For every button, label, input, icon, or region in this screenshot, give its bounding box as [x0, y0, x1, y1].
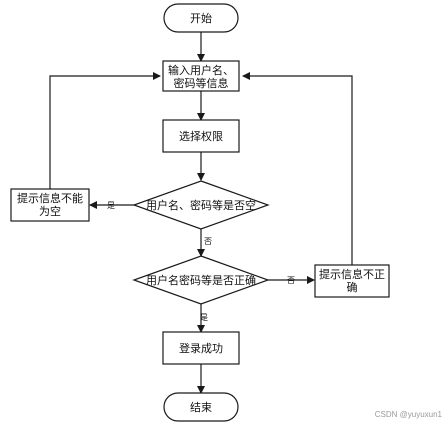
connectors	[49, 32, 353, 394]
node-success-label: 登录成功	[179, 341, 223, 355]
node-end-label: 结束	[190, 401, 212, 414]
node-empty-message: 提示信息不能 为空	[10, 188, 90, 222]
node-start: 开始	[163, 3, 239, 33]
edge-empty-msg-loop	[49, 72, 161, 189]
node-success: 登录成功	[162, 331, 240, 365]
node-match-check: 用户名密码等是否正确	[132, 255, 270, 305]
node-start-label: 开始	[190, 11, 212, 25]
node-wrong-message-line-2: 确	[347, 281, 358, 294]
watermark: CSDN @yuyuxun1	[375, 410, 443, 419]
edge-wrong-msg-loop	[242, 72, 353, 265]
node-select-permission: 选择权限	[162, 119, 240, 153]
node-input-line-2: 密码等信息	[174, 76, 229, 90]
node-select-label: 选择权限	[179, 129, 223, 143]
node-end: 结束	[163, 392, 239, 422]
node-wrong-message: 提示信息不正 确	[314, 264, 390, 298]
node-input: 输入用户名、 密码等信息	[162, 60, 240, 92]
edge-label-match-no: 否	[287, 276, 295, 285]
edge-label-empty-no: 否	[204, 237, 212, 246]
node-match-check-label: 用户名密码等是否正确	[146, 273, 256, 287]
edge-labels: 是 否 否 是	[107, 201, 295, 322]
node-empty-message-line-1: 提示信息不能	[17, 191, 83, 205]
node-empty-check-label: 用户名、密码等是否空	[146, 198, 256, 212]
node-wrong-message-line-1: 提示信息不正	[319, 267, 385, 281]
node-input-line-1: 输入用户名、	[168, 63, 234, 77]
edge-label-empty-yes: 是	[107, 201, 115, 210]
node-empty-check: 用户名、密码等是否空	[132, 180, 270, 230]
edge-label-match-yes: 是	[200, 313, 208, 322]
node-empty-message-line-2: 为空	[39, 204, 61, 218]
